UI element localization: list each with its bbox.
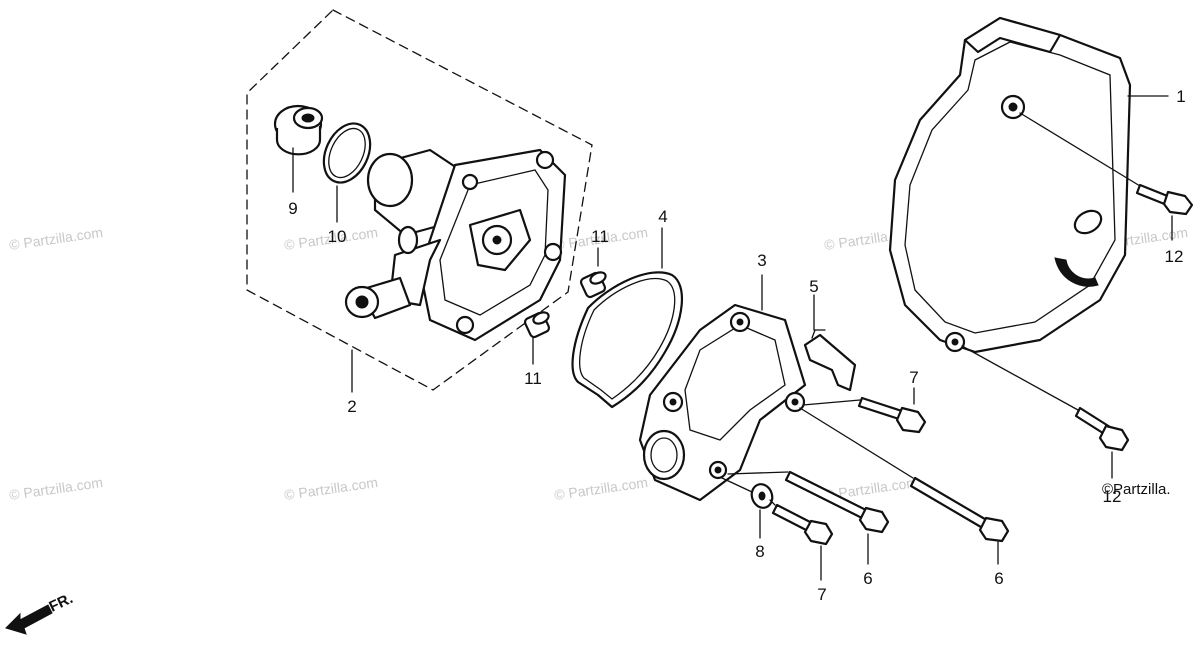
leader-lines [292, 95, 1173, 581]
callout-2: 2 [347, 397, 356, 416]
callout-6-middle: 6 [863, 569, 872, 588]
bolt-7-upper [857, 396, 927, 434]
bolt-6-right [909, 476, 1010, 543]
watermark: © Partzilla.com [553, 474, 649, 503]
dowel-pin-lower [523, 311, 551, 339]
bolt-12-upper [1135, 183, 1194, 216]
watermark: © Partzilla.com [283, 474, 379, 503]
arrow-left-icon [5, 604, 53, 635]
callout-11-lower: 11 [524, 369, 542, 388]
bolt-6-middle [784, 470, 890, 534]
callout-9: 9 [288, 199, 297, 218]
callout-1: 1 [1176, 87, 1185, 106]
callout-3: 3 [757, 251, 766, 270]
water-pump-body [344, 148, 567, 342]
callout-12-upper: 12 [1165, 247, 1184, 266]
front-label: FR. [47, 590, 76, 616]
callout-5: 5 [809, 277, 818, 296]
hose-clamp-part [803, 329, 857, 392]
callout-10: 10 [328, 227, 347, 246]
callout-7-lower: 7 [817, 585, 826, 604]
watermark: © Partzilla.com [8, 474, 104, 503]
callout-4: 4 [658, 207, 667, 226]
corner-watermark: ©Partzilla. [1102, 481, 1171, 498]
watermark: © Partzilla.com [8, 224, 104, 253]
pump-cover-part [638, 303, 807, 502]
pump-assembly-outline [246, 9, 593, 391]
side-cover-part [888, 16, 1132, 354]
callouts: 1 2 3 4 5 6 6 7 7 8 9 10 11 11 12 12 [288, 87, 1185, 604]
guide-lines [721, 112, 1141, 506]
callout-12-lower: 12 [1103, 487, 1122, 506]
washer-part [750, 483, 774, 509]
bolt-7-lower [771, 503, 834, 546]
bolt-12-lower [1074, 406, 1130, 452]
callout-7-upper: 7 [909, 368, 918, 387]
dowel-pin-upper [579, 271, 607, 299]
oil-seal-part [273, 104, 324, 156]
callout-6-right: 6 [994, 569, 1003, 588]
callout-8: 8 [755, 542, 764, 561]
callout-11-upper: 11 [591, 227, 609, 246]
front-direction-indicator: FR. [5, 590, 76, 635]
cover-gasket-part [571, 271, 684, 409]
o-ring-part [322, 122, 372, 184]
